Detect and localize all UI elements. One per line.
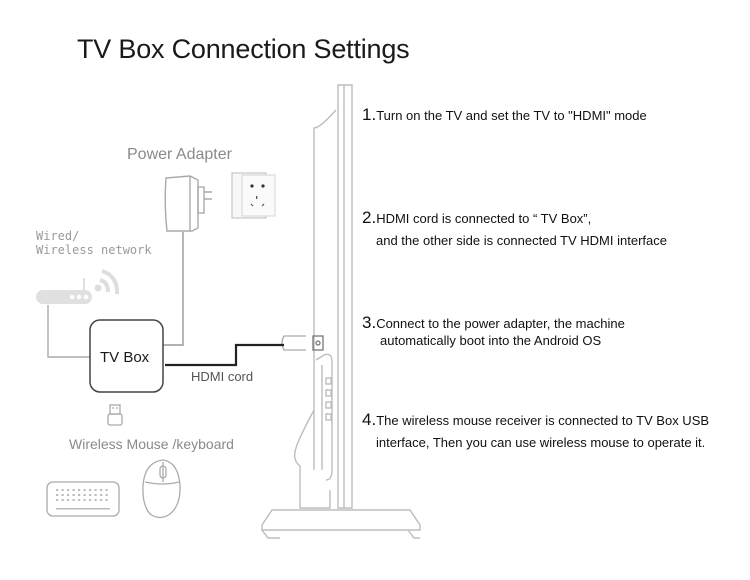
keyboard-key (100, 499, 103, 501)
keyboard-key (89, 494, 92, 496)
step-4: 4.The wireless mouse receiver is connect… (362, 411, 709, 451)
network-label-line2: Wireless network (36, 243, 152, 257)
wall-socket-icon (231, 172, 276, 219)
step-3: 3.Connect to the power adapter, the mach… (362, 314, 625, 349)
tv-side-view-icon (261, 84, 421, 539)
power-adapter-icon (164, 175, 212, 232)
keyboard-icon (46, 481, 120, 517)
keyboard-key (94, 489, 97, 491)
step-text-line1: Turn on the TV and set the TV to "HDMI" … (376, 108, 647, 123)
hdmi-plug-icon (281, 335, 324, 351)
keyboard-key (61, 489, 64, 491)
hdmi-cord-label: HDMI cord (191, 369, 254, 384)
step-number: 1. (362, 105, 377, 124)
keyboard-key (56, 489, 59, 491)
wifi-signal-icon (94, 269, 120, 295)
keyboard-key (67, 494, 70, 496)
keyboard-key (105, 494, 108, 496)
keyboard-key (105, 489, 108, 491)
step-text-line1: The wireless mouse receiver is connected… (376, 413, 710, 428)
step-text-line2: interface, Then you can use wireless mou… (376, 435, 706, 450)
page-title: TV Box Connection Settings (77, 34, 410, 64)
step-number: 2. (362, 208, 377, 227)
keyboard-key (72, 494, 75, 496)
keyboard-key (61, 499, 64, 501)
step-number: 3. (362, 313, 377, 332)
tv-box-label: TV Box (100, 349, 150, 366)
keyboard-key (78, 489, 81, 491)
keyboard-key (72, 489, 75, 491)
keyboard-key (72, 499, 75, 501)
power-cable (163, 232, 184, 346)
network-cable (47, 305, 90, 358)
mouse-icon (142, 459, 181, 519)
keyboard-key (83, 489, 86, 491)
mouse-keyboard-label: Wireless Mouse /keyboard (69, 436, 234, 452)
step-text-line2: and the other side is connected TV HDMI … (376, 233, 667, 248)
keyboard-key (94, 494, 97, 496)
router-icon (36, 278, 92, 304)
step-text-line2: automatically boot into the Android OS (380, 333, 602, 348)
step-text-line1: HDMI cord is connected to “ TV Box”, (376, 211, 592, 226)
keyboard-key (89, 489, 92, 491)
keyboard-key (56, 499, 59, 501)
keyboard-key (94, 499, 97, 501)
tv-box-icon (89, 319, 164, 393)
keyboard-key (83, 494, 86, 496)
power-adapter-label: Power Adapter (127, 146, 232, 163)
keyboard-key (78, 494, 81, 496)
step-2: 2.HDMI cord is connected to “ TV Box”, a… (362, 209, 667, 249)
usb-receiver-icon (107, 404, 123, 426)
keyboard-key (100, 489, 103, 491)
network-label: Wired/ Wireless network (36, 229, 152, 257)
keyboard-key (56, 494, 59, 496)
step-number: 4. (362, 410, 377, 429)
step-1: 1.Turn on the TV and set the TV to "HDMI… (362, 106, 647, 124)
keyboard-key (89, 499, 92, 501)
keyboard-key (78, 499, 81, 501)
hdmi-cable (165, 343, 284, 367)
keyboard-key (67, 499, 70, 501)
keyboard-key (100, 494, 103, 496)
keyboard-key (67, 489, 70, 491)
network-label-line1: Wired/ (36, 229, 80, 243)
step-text-line1: Connect to the power adapter, the machin… (376, 316, 625, 331)
keyboard-key (105, 499, 108, 501)
keyboard-key (83, 499, 86, 501)
keyboard-key (61, 494, 64, 496)
